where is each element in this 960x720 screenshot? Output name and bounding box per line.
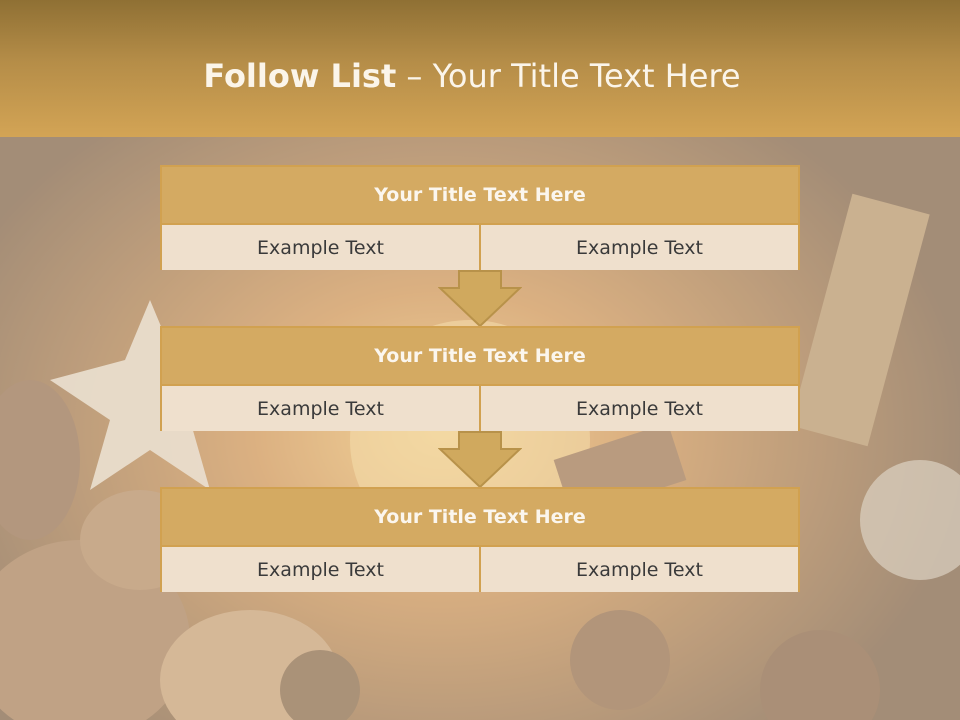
step-title: Your Title Text Here <box>162 167 798 225</box>
slide-title: Follow List – Your Title Text Here <box>0 52 944 100</box>
step-row: Example Text Example Text <box>162 547 798 592</box>
header-band <box>0 0 960 137</box>
step-title: Your Title Text Here <box>162 489 798 547</box>
down-arrow-icon <box>438 431 522 489</box>
title-bold: Follow List <box>203 57 397 95</box>
step-cell-right: Example Text <box>479 386 798 431</box>
step-cell-left: Example Text <box>162 547 479 592</box>
step-cell-right: Example Text <box>479 547 798 592</box>
step-cell-left: Example Text <box>162 225 479 270</box>
step-cell-left: Example Text <box>162 386 479 431</box>
step-row: Example Text Example Text <box>162 225 798 270</box>
step-row: Example Text Example Text <box>162 386 798 431</box>
step-block-1: Your Title Text Here Example Text Exampl… <box>160 165 800 270</box>
step-block-2: Your Title Text Here Example Text Exampl… <box>160 326 800 431</box>
down-arrow-icon <box>438 270 522 328</box>
step-block-3: Your Title Text Here Example Text Exampl… <box>160 487 800 592</box>
step-title: Your Title Text Here <box>162 328 798 386</box>
step-cell-right: Example Text <box>479 225 798 270</box>
title-rest: – Your Title Text Here <box>396 57 741 95</box>
